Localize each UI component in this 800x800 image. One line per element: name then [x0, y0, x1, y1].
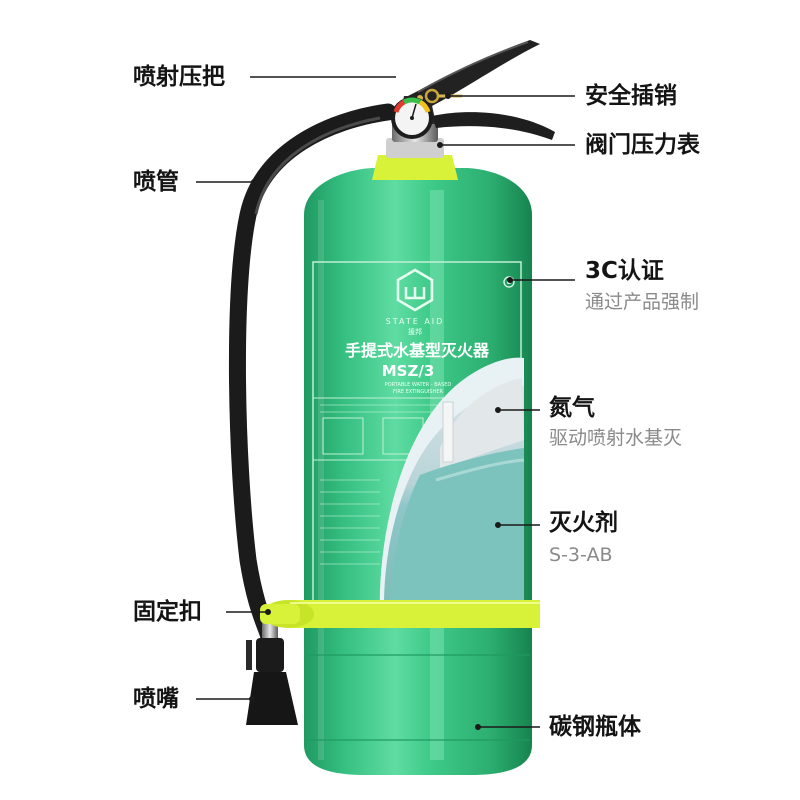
callout-clamp: 固定扣: [133, 599, 202, 625]
callout-lever: 喷射压把: [133, 64, 225, 90]
siphon-tube: [442, 401, 454, 463]
callout-agent-title: 灭火剂: [549, 510, 618, 536]
brand-cube-icon: [396, 268, 434, 312]
neck-collar: [372, 155, 458, 180]
carry-handle: [432, 112, 555, 140]
callout-cert-sub: 通过产品强制: [585, 291, 700, 313]
callout-gas-sub: 驱动喷射水基灭: [549, 427, 683, 449]
leader-lines: [196, 76, 575, 728]
pressure-gauge-icon: [391, 97, 433, 139]
product-subtitle-1: PORTABLE WATER - BASED: [385, 382, 452, 388]
callout-safety-pin: 安全插销: [585, 83, 677, 109]
hose: [228, 103, 397, 649]
callout-cert-title: 3C认证: [585, 258, 664, 284]
callout-gauge: 阀门压力表: [585, 132, 700, 158]
product-title: 手提式水基型灭火器: [345, 341, 490, 360]
clamp-ring: [260, 600, 540, 628]
nozzle: [246, 618, 298, 725]
callout-body: 碳钢瓶体: [549, 714, 641, 740]
brand-cn: 援邦: [408, 327, 422, 336]
gas-region: [440, 378, 524, 470]
product-model: MSZ/3: [382, 362, 435, 380]
lever: [408, 40, 540, 108]
product-subtitle-2: FIRE EXTINGUISHER: [393, 389, 443, 395]
callout-hose: 喷管: [133, 169, 179, 195]
callout-nozzle: 喷嘴: [133, 686, 179, 712]
callout-gas-title: 氮气: [549, 395, 595, 421]
brand-en: STATE AID: [386, 317, 445, 326]
callout-agent-sub: S-3-AB: [549, 544, 613, 566]
liquid-region: [390, 448, 524, 600]
cutaway-section: [379, 357, 525, 610]
